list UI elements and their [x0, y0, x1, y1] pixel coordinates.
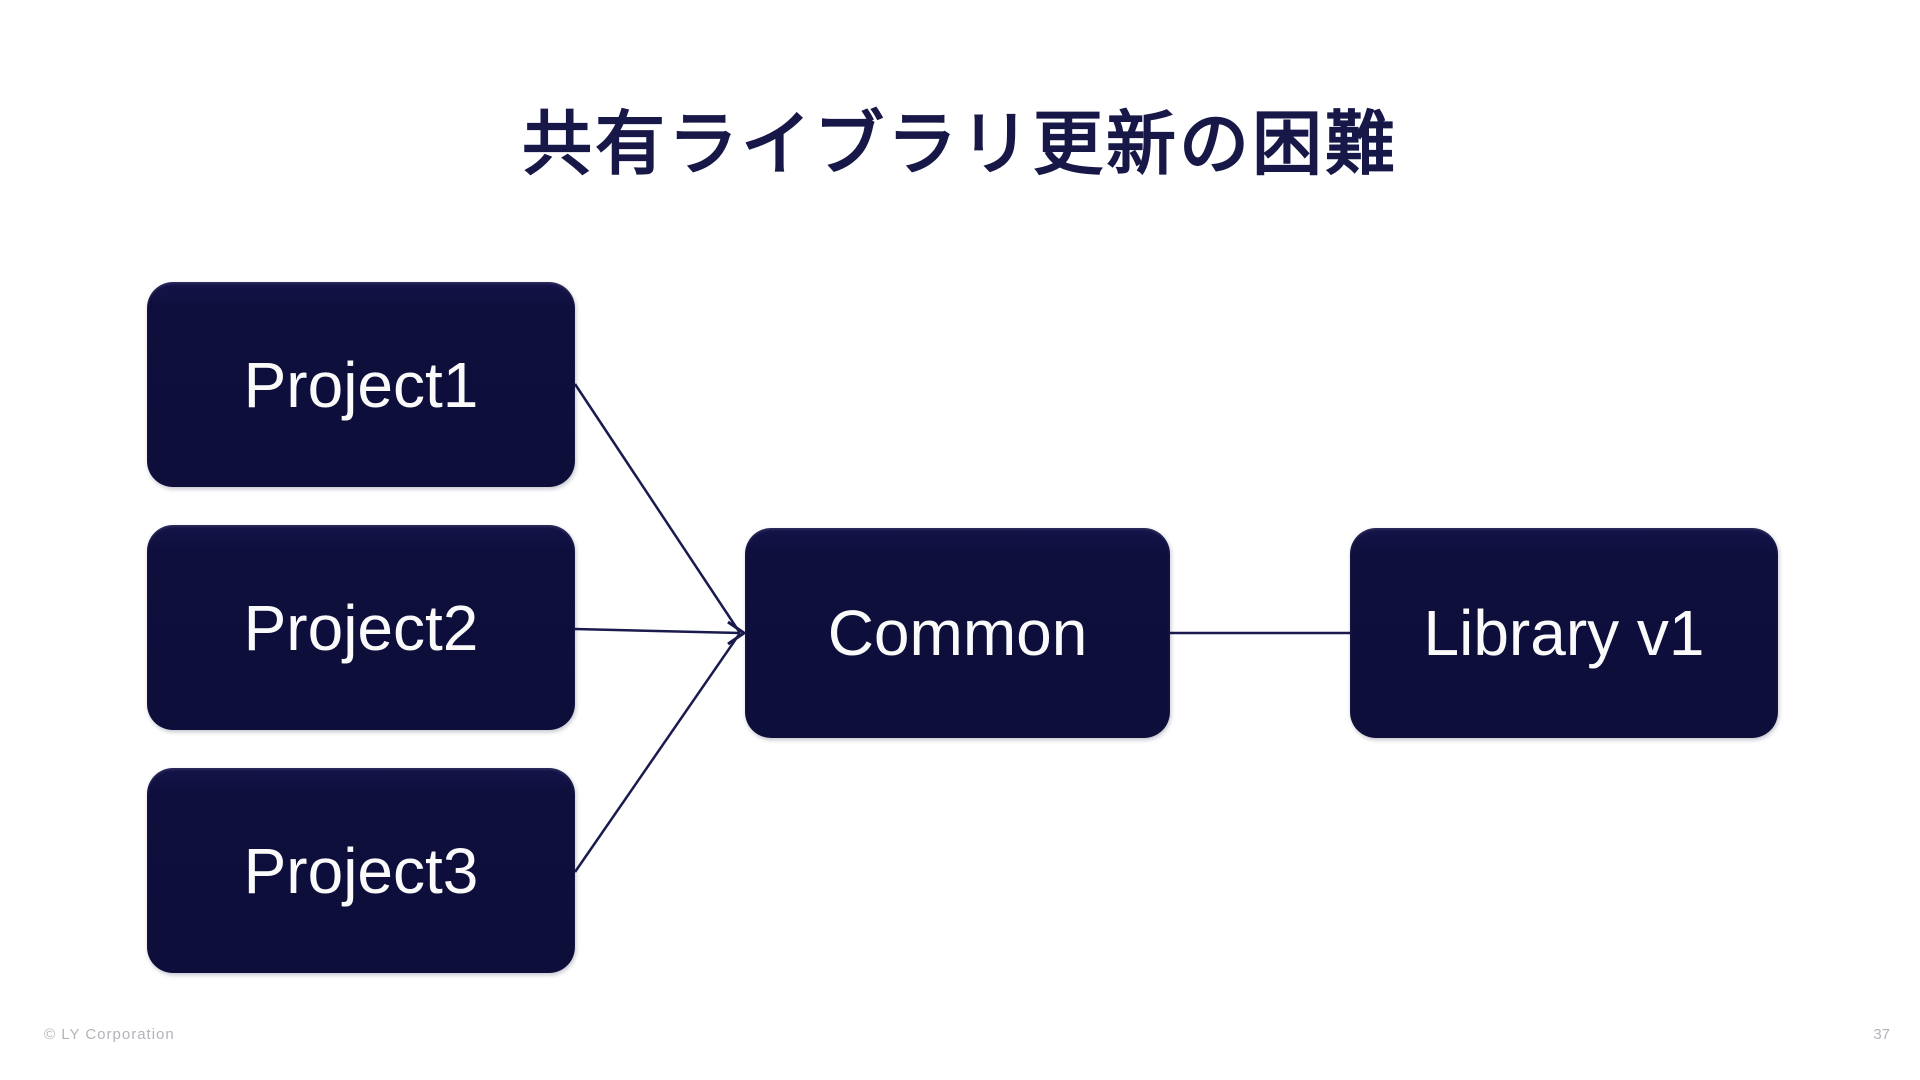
- diagram-node-common: Common: [745, 528, 1170, 738]
- node-label-library: Library v1: [1423, 597, 1705, 669]
- arrowhead-icon: [727, 620, 747, 646]
- node-label-project2: Project2: [243, 591, 479, 664]
- diagram-node-library: Library v1: [1350, 528, 1778, 738]
- footer-copyright: © LY Corporation: [44, 1026, 175, 1043]
- connector-project3-common: [573, 632, 742, 873]
- diagram-node-project1: Project1: [147, 282, 575, 487]
- footer-page-number: 37: [1873, 1026, 1890, 1043]
- slide-title: 共有ライブラリ更新の困難: [522, 105, 1398, 183]
- diagram-node-project2: Project2: [147, 525, 575, 730]
- connector-project2-common: [574, 627, 741, 635]
- node-label-project1: Project1: [243, 348, 479, 421]
- node-label-project3: Project3: [243, 834, 479, 907]
- connector-project1-common: [573, 383, 742, 634]
- node-label-common: Common: [827, 597, 1088, 669]
- diagram-node-project3: Project3: [147, 768, 575, 973]
